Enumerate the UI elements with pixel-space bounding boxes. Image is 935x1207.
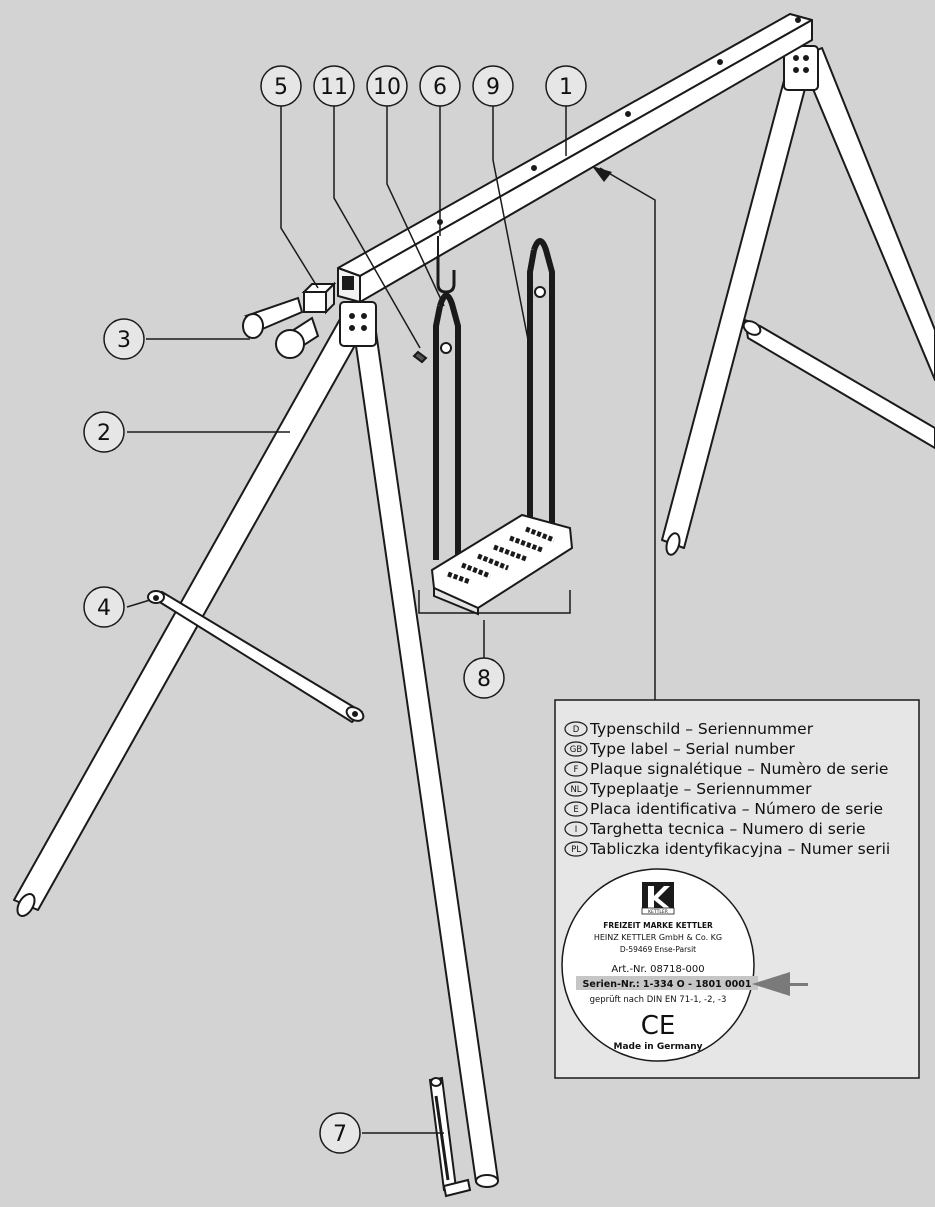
lang-badge-nl [564,781,588,797]
callout-4-label: 4 [97,596,111,621]
callout-6 [419,65,461,107]
label-serial: Serien-Nr.: 1-334 O - 1801 0001 [583,979,752,990]
lang-badge-e [564,801,588,817]
ground-anchor [428,1076,472,1198]
callout-5 [260,65,302,107]
beam-arrow [592,166,612,182]
label-tested: geprüft nach DIN EN 71-1, -2, -3 [590,995,727,1005]
legend-text-d: Typenschild – Seriennummer [589,720,814,738]
kettler-k-icon [648,886,670,908]
legend-rows: D Typenschild – Seriennummer GB Type lab… [564,720,890,858]
callout-7-label: 7 [333,1122,347,1147]
lang-badge-gb [564,741,588,757]
callout-9-label: 9 [486,75,500,100]
label-company: HEINZ KETTLER GmbH & Co. KG [594,933,722,942]
callout-2-label: 2 [97,421,111,446]
callout-5-label: 5 [274,75,288,100]
lang-code-e: E [573,805,578,815]
lang-code-i: I [575,825,578,835]
callout-3-label: 3 [117,328,131,353]
legend-text-i: Targhetta tecnica – Numero di serie [589,820,866,838]
callout-2 [83,411,125,453]
callout-9 [472,65,514,107]
lang-code-nl: NL [570,785,581,795]
serial-arrow [752,972,808,996]
lang-code-d: D [573,725,580,735]
right-frame [661,45,935,556]
label-disc-outline [561,868,755,1062]
beam-cap [301,281,337,315]
callout-3 [103,318,145,360]
legend-row-d: D Typenschild – Seriennummer [564,720,814,738]
callout-8-label: 8 [477,667,491,692]
s-hook [436,256,456,294]
legend-text-nl: Typeplaatje – Seriennummer [589,780,812,798]
legend-row-f: F Plaque signalétique – Numèro de serie [564,760,888,778]
type-label-disc: KETTLER FREIZEIT MARKE KETTLER HEINZ KET… [561,868,758,1062]
serial-highlight [576,976,758,990]
lang-badge-pl [564,841,588,857]
label-address: D-59469 Ense-Parsit [620,945,696,954]
callout-11-label: 11 [320,75,348,100]
lang-code-pl: PL [571,845,581,855]
lang-badge-i [564,821,588,837]
callout-1-label: 1 [559,75,573,100]
callout-labels: 5 11 10 6 9 1 3 2 4 8 7 [97,75,573,1147]
legend-row-e: E Placa identificativa – Número de serie [564,800,883,818]
callout-4 [83,586,125,628]
serial-arrow-head [752,972,790,996]
end-cover [242,296,320,359]
left-bracket [339,301,377,347]
legend-row-gb: GB Type label – Serial number [564,740,796,758]
legend-text-gb: Type label – Serial number [589,740,796,758]
legend-row-nl: NL Typeplaatje – Seriennummer [564,780,812,798]
callout-10 [366,65,408,107]
lang-badge-f [564,761,588,777]
lang-badge-d [564,721,588,737]
lang-code-gb: GB [570,745,583,755]
label-made-in: Made in Germany [614,1042,703,1052]
legend-text-f: Plaque signalétique – Numèro de serie [590,760,888,778]
legend-row-pl: PL Tabliczka identyfikacyjna – Numer ser… [564,840,890,858]
top-beam [337,13,813,303]
leader-lines [126,104,656,1134]
legend-row-i: I Targhetta tecnica – Numero di serie [564,820,866,838]
callout-6-label: 6 [433,75,447,100]
callout-10-label: 10 [373,75,401,100]
lang-code-f: F [574,765,579,775]
ce-mark: CE [641,1011,676,1041]
callout-11 [313,65,355,107]
label-art-nr: Art.-Nr. 08718-000 [611,964,704,975]
callout-1 [545,65,587,107]
callout-8 [463,657,505,699]
callout-7 [319,1112,361,1154]
legend-text-pl: Tabliczka identyfikacyjna – Numer serii [589,840,890,858]
legend-text-e: Placa identificativa – Número de serie [590,800,883,818]
left-crossbar [147,590,365,723]
logo-wordmark: KETTLER [648,909,668,915]
swing-seat-assembly [412,236,574,616]
label-brand: FREIZEIT MARKE KETTLER [603,921,713,930]
callout-circles [83,65,587,1154]
